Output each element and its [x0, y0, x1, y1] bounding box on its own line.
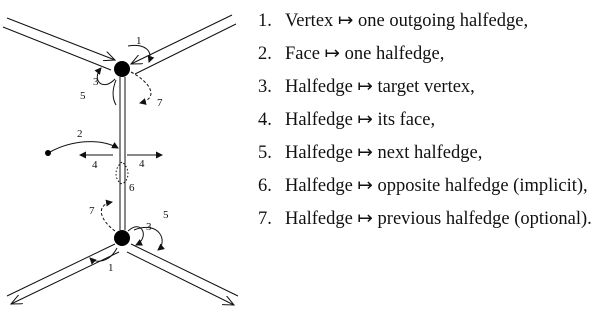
bottom-pointers: [89, 199, 165, 265]
callout-mid-6: 6: [129, 182, 135, 194]
list-item-text: Face ↦ one halfedge,: [285, 44, 445, 64]
list-item-number: 1.: [258, 11, 272, 31]
callout-labels: 1 3 5 7 2 4 4 6 7 3 5 1: [77, 35, 169, 274]
list-item-text: Halfedge ↦ target vertex,: [285, 77, 475, 97]
face-dot: [45, 150, 51, 156]
halfedge-pairs: [2, 14, 239, 305]
callout-bot-7: 7: [89, 205, 95, 217]
halfedge-diagram: 1 3 5 7 2 4 4 6 7 3 5 1: [2, 14, 239, 325]
top-pointers: [94, 44, 155, 106]
callout-top-7: 7: [157, 97, 163, 109]
list-item-text: Halfedge ↦ previous halfedge (optional).: [285, 209, 592, 229]
list-item-number: 6.: [258, 176, 272, 196]
list-item-number: 2.: [258, 44, 272, 64]
callout-mid-2: 2: [77, 128, 83, 140]
callout-mid-4-right: 4: [139, 158, 145, 170]
list-item-number: 4.: [258, 110, 272, 130]
list-item-number: 3.: [258, 77, 272, 97]
list-item-text: Halfedge ↦ next halfedge,: [285, 143, 483, 163]
list-item-number: 7.: [258, 209, 272, 229]
list-item: 4. Halfedge ↦ its face,: [258, 109, 606, 131]
middle-pointers: [49, 141, 163, 185]
list-item: 2. Face ↦ one halfedge,: [258, 43, 606, 65]
list-item-text: Vertex ↦ one outgoing halfedge,: [285, 11, 529, 31]
pointer-list: 1. Vertex ↦ one outgoing halfedge, 2. Face…: [258, 10, 606, 241]
list-item-number: 5.: [258, 143, 272, 163]
list-item-text: Halfedge ↦ opposite halfedge (implicit),: [285, 176, 588, 196]
list-item-text: Halfedge ↦ its face,: [285, 110, 436, 130]
callout-bot-3: 3: [146, 221, 152, 233]
list-item: 6. Halfedge ↦ opposite halfedge (implicit…: [258, 175, 606, 197]
bottom-vertex: [114, 230, 130, 246]
callout-top-1: 1: [136, 35, 142, 47]
list-item: 7. Halfedge ↦ previous halfedge (optional…: [258, 208, 606, 230]
top-vertex: [114, 61, 130, 77]
callout-bot-5: 5: [163, 209, 169, 221]
callout-top-5: 5: [80, 90, 86, 102]
callout-top-3: 3: [93, 76, 99, 88]
list-item: 1. Vertex ↦ one outgoing halfedge,: [258, 10, 606, 32]
callout-mid-4-left: 4: [92, 159, 98, 171]
callout-bot-1: 1: [108, 262, 114, 274]
list-item: 3. Halfedge ↦ target vertex,: [258, 76, 606, 98]
list-item: 5. Halfedge ↦ next halfedge,: [258, 142, 606, 164]
